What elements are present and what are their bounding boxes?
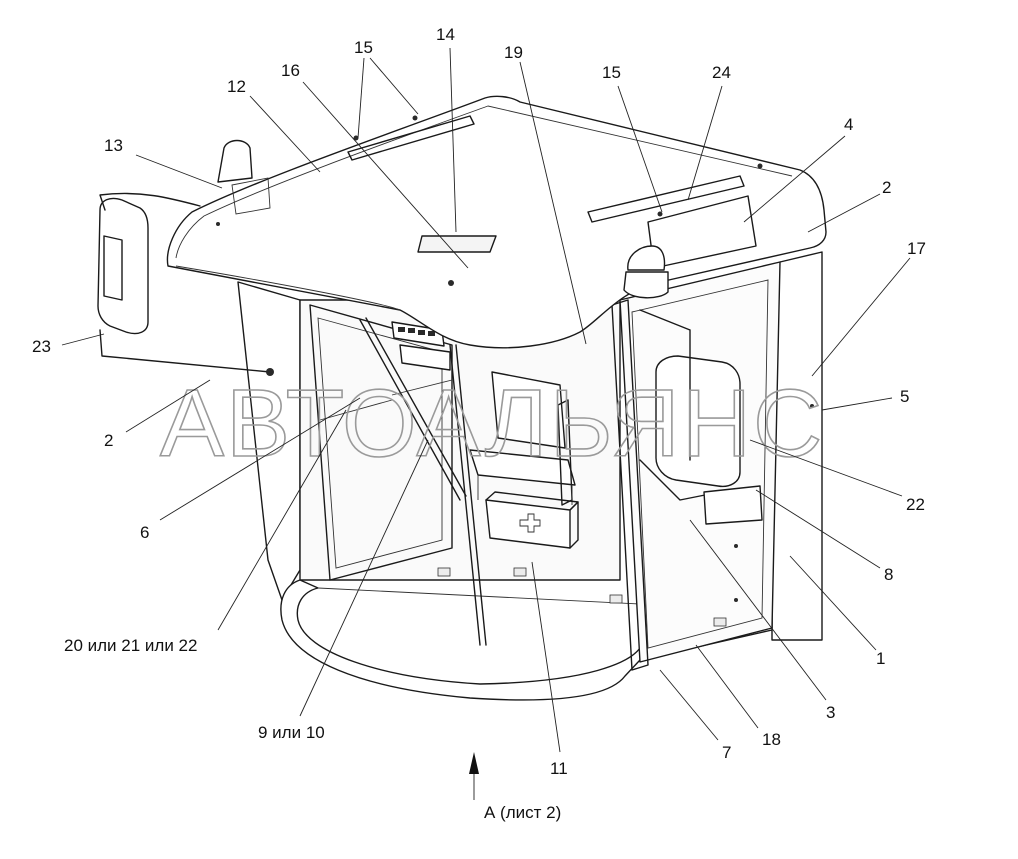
wiper-arm (359, 317, 487, 646)
callout-6: 6 (140, 523, 149, 542)
callout-1: 1 (876, 649, 885, 668)
callout-4: 4 (844, 115, 853, 134)
callout-19: 19 (504, 43, 523, 62)
callout-15-right: 15 (602, 63, 621, 82)
watermark: АВТОАЛЬЯНС (160, 370, 824, 477)
callout-2-left: 2 (104, 431, 113, 450)
callout-13: 13 (104, 136, 123, 155)
callout-11: 11 (550, 759, 568, 778)
callout-3: 3 (826, 703, 835, 722)
right-mirror (639, 309, 763, 525)
left-mirror (97, 192, 271, 373)
seat (469, 371, 576, 506)
callout-16: 16 (281, 61, 300, 80)
callout-2-right: 2 (882, 178, 891, 197)
callout-22: 22 (906, 495, 925, 514)
callout-17: 17 (907, 239, 926, 258)
control-panel (391, 321, 451, 371)
callout-14: 14 (436, 25, 455, 44)
callout-5: 5 (900, 387, 909, 406)
callout-24: 24 (712, 63, 731, 82)
leader-lines (61, 47, 911, 753)
callout-7: 7 (722, 743, 731, 762)
callout-18: 18 (762, 730, 781, 749)
roof (166, 95, 827, 349)
callout-12: 12 (227, 77, 246, 96)
interior-details (266, 368, 814, 627)
callout-labels: 13 12 16 15 14 19 15 24 4 2 17 5 22 8 1 … (32, 25, 926, 822)
callout-15-left: 15 (354, 38, 373, 57)
view-label: А (лист 2) (484, 803, 561, 822)
first-aid-kit (485, 491, 579, 549)
callout-20-21-22: 20 или 21 или 22 (64, 636, 197, 655)
callout-8: 8 (884, 565, 893, 584)
view-arrow (469, 752, 479, 800)
callout-9-10: 9 или 10 (258, 723, 325, 742)
callout-23: 23 (32, 337, 51, 356)
